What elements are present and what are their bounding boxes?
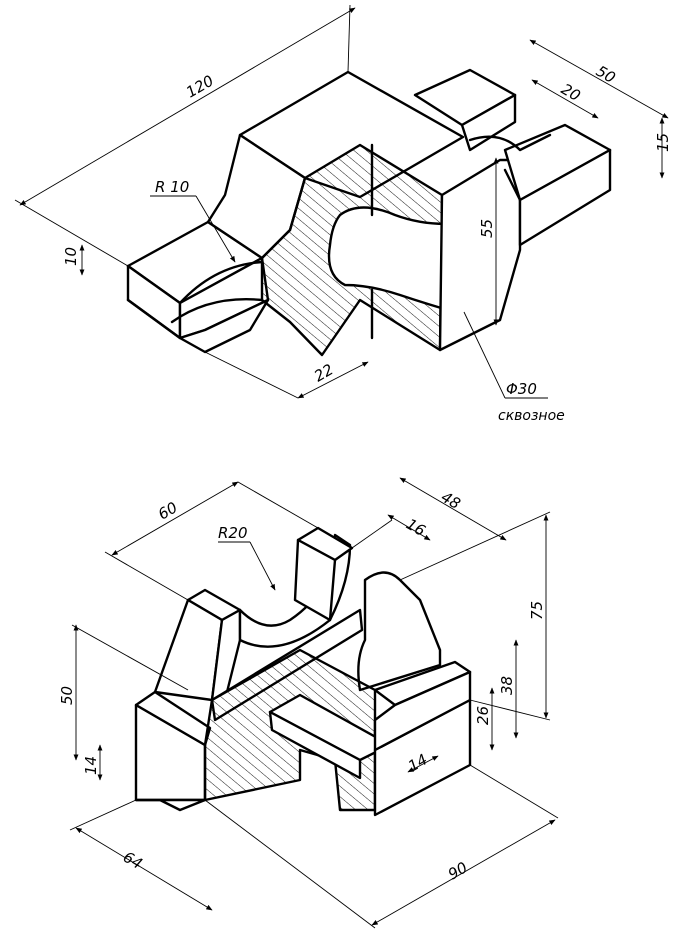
dim-60: 60	[155, 498, 181, 523]
right-boss-front	[438, 158, 522, 352]
tongue-front	[268, 710, 362, 780]
ext-line-75-b	[469, 699, 551, 721]
r20-label: R20	[218, 524, 248, 542]
r10-fillet-edge	[178, 260, 264, 305]
dim-14-left: 14	[82, 756, 100, 775]
dim-22: 22	[311, 360, 337, 385]
dim-75: 75	[528, 601, 546, 620]
dim-line-14-right	[407, 755, 439, 773]
dim-16: 16	[403, 515, 429, 540]
dim-48: 48	[438, 488, 464, 513]
dim-50: 50	[593, 62, 619, 87]
left-post-front	[153, 598, 224, 702]
r20-leader	[249, 541, 276, 591]
dim-line-60	[111, 481, 239, 556]
dim-26: 26	[474, 706, 492, 725]
phi30-leader	[463, 311, 506, 399]
dim-120: 120	[183, 72, 217, 102]
left-wing-bottom	[126, 298, 270, 354]
right-end-front	[518, 148, 612, 247]
through-note: сквозное	[498, 408, 565, 424]
ext-line-75-a	[399, 511, 551, 581]
ext-line-64-a	[69, 799, 137, 831]
dim-line-90	[371, 819, 556, 926]
phi30-label: Φ30	[506, 380, 537, 398]
ext-line-22	[204, 351, 299, 399]
groove-bottom-edge	[170, 298, 264, 324]
dim-line-48	[399, 477, 507, 541]
dim-line-50	[529, 39, 669, 119]
ext-line-50-a	[71, 624, 189, 691]
ext-line-120-b	[347, 4, 351, 73]
right-base-step	[373, 670, 472, 752]
isometric-part-top: 120 50 20 15 55 10 22 R 10 Φ30 сквозное	[14, 4, 672, 424]
ext-line-16-a	[351, 519, 393, 549]
saddle-surface	[238, 533, 352, 648]
r10-label: R 10	[155, 178, 189, 196]
ext-line-90-b	[469, 764, 559, 819]
dim-64: 64	[120, 848, 146, 873]
right-arc-block	[357, 571, 442, 692]
right-upper-block-front	[460, 93, 517, 152]
right-post-front	[293, 538, 337, 622]
ext-line-120-a	[14, 199, 129, 267]
dim-90: 90	[445, 858, 471, 883]
r10-leader	[195, 195, 236, 263]
dim-20: 20	[558, 80, 584, 105]
dim-line-22	[297, 361, 369, 399]
dim-38: 38	[498, 676, 516, 695]
dim-50-bottom: 50	[58, 686, 76, 705]
dim-line-120	[19, 7, 356, 206]
right-slot-curve	[468, 133, 552, 152]
ext-line-90-a	[204, 799, 376, 929]
ext-line-60-b	[237, 481, 319, 529]
dim-15: 15	[654, 133, 672, 152]
left-foot	[134, 798, 207, 812]
left-post-side	[210, 608, 242, 702]
isometric-part-bottom: 60 48 16 R20 75 38 26 50 14 14	[58, 477, 559, 929]
dim-line-16	[387, 514, 431, 541]
dim-10: 10	[62, 247, 80, 266]
dim-55: 55	[478, 219, 496, 238]
dim-line-20	[531, 79, 599, 119]
ext-line-60-a	[104, 551, 189, 601]
right-step-edge	[503, 168, 522, 202]
dim-line-64	[75, 827, 213, 911]
